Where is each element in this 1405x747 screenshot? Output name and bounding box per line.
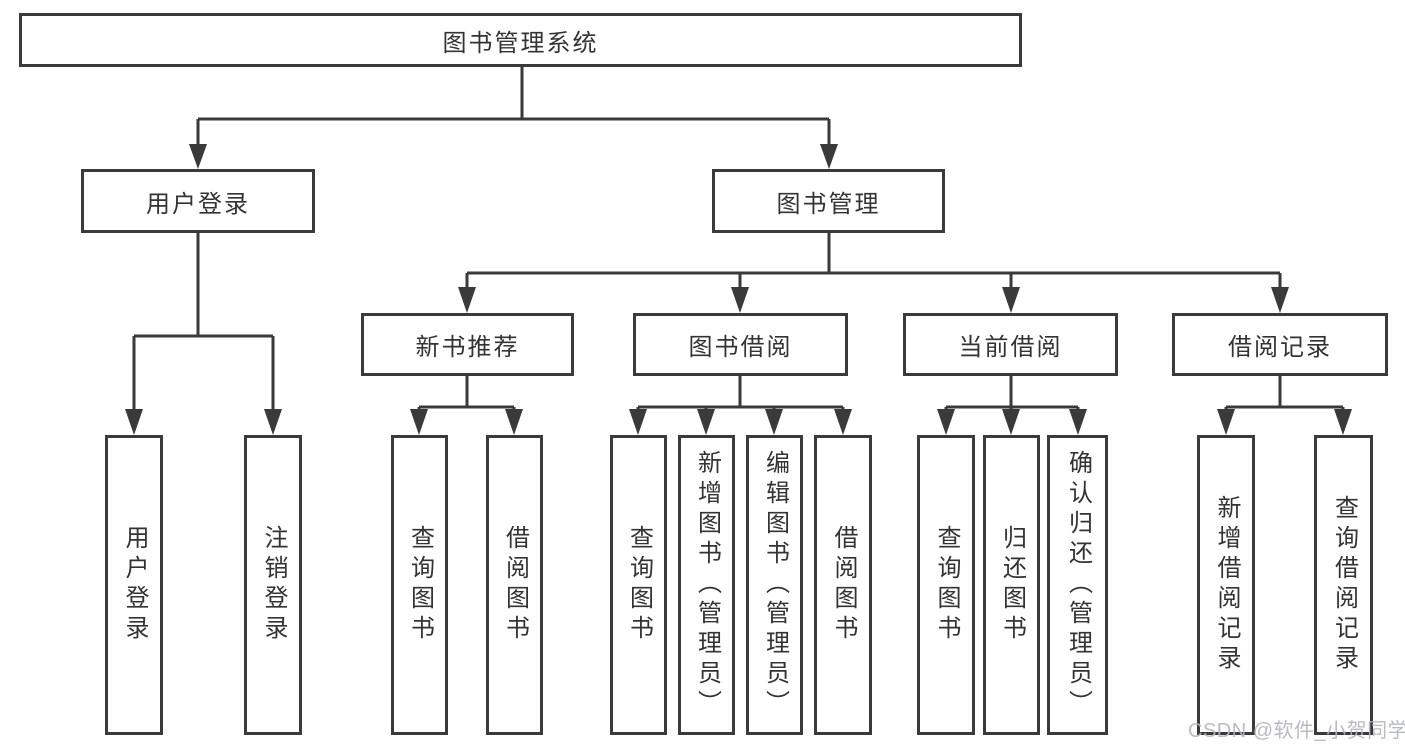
connector-new-book [410, 376, 523, 435]
leaf-add-borrow-record: 新增借阅记录 [1197, 435, 1255, 735]
node-new-book-recommend: 新书推荐 [361, 313, 574, 376]
leaf-borrow-books-borrow: 借阅图书 [814, 435, 872, 735]
leaf-edit-books-admin: 编辑图书（管理员） [746, 435, 803, 735]
leaf-confirm-return-admin: 确认归还（管理员） [1047, 435, 1108, 735]
leaf-query-borrow-record: 查询借阅记录 [1314, 435, 1373, 735]
leaf-return-books: 归还图书 [983, 435, 1040, 735]
leaf-query-books-borrow: 查询图书 [610, 435, 667, 735]
leaf-user-login: 用户登录 [105, 435, 163, 735]
leaf-query-books-current: 查询图书 [917, 435, 975, 735]
leaf-add-books-admin: 新增图书（管理员） [678, 435, 735, 735]
leaf-borrow-books-newbook: 借阅图书 [486, 435, 543, 735]
csdn-watermark: CSDN @软件_小贺同学 [1188, 720, 1405, 742]
node-current-borrow: 当前借阅 [903, 313, 1118, 376]
connector-current-borrow [937, 376, 1087, 435]
node-user-login: 用户登录 [81, 169, 315, 233]
node-root-title: 图书管理系统 [19, 13, 1022, 67]
connector-root [189, 67, 838, 169]
node-book-borrow: 图书借阅 [633, 313, 848, 376]
leaf-query-books-newbook: 查询图书 [391, 435, 448, 735]
node-book-management: 图书管理 [712, 169, 945, 233]
leaf-logout: 注销登录 [244, 435, 302, 735]
connector-user-login [125, 233, 282, 435]
connector-book-borrow [629, 376, 852, 435]
node-borrow-records: 借阅记录 [1172, 313, 1388, 376]
connector-book-management [458, 233, 1289, 313]
connector-borrow-records [1217, 376, 1352, 435]
